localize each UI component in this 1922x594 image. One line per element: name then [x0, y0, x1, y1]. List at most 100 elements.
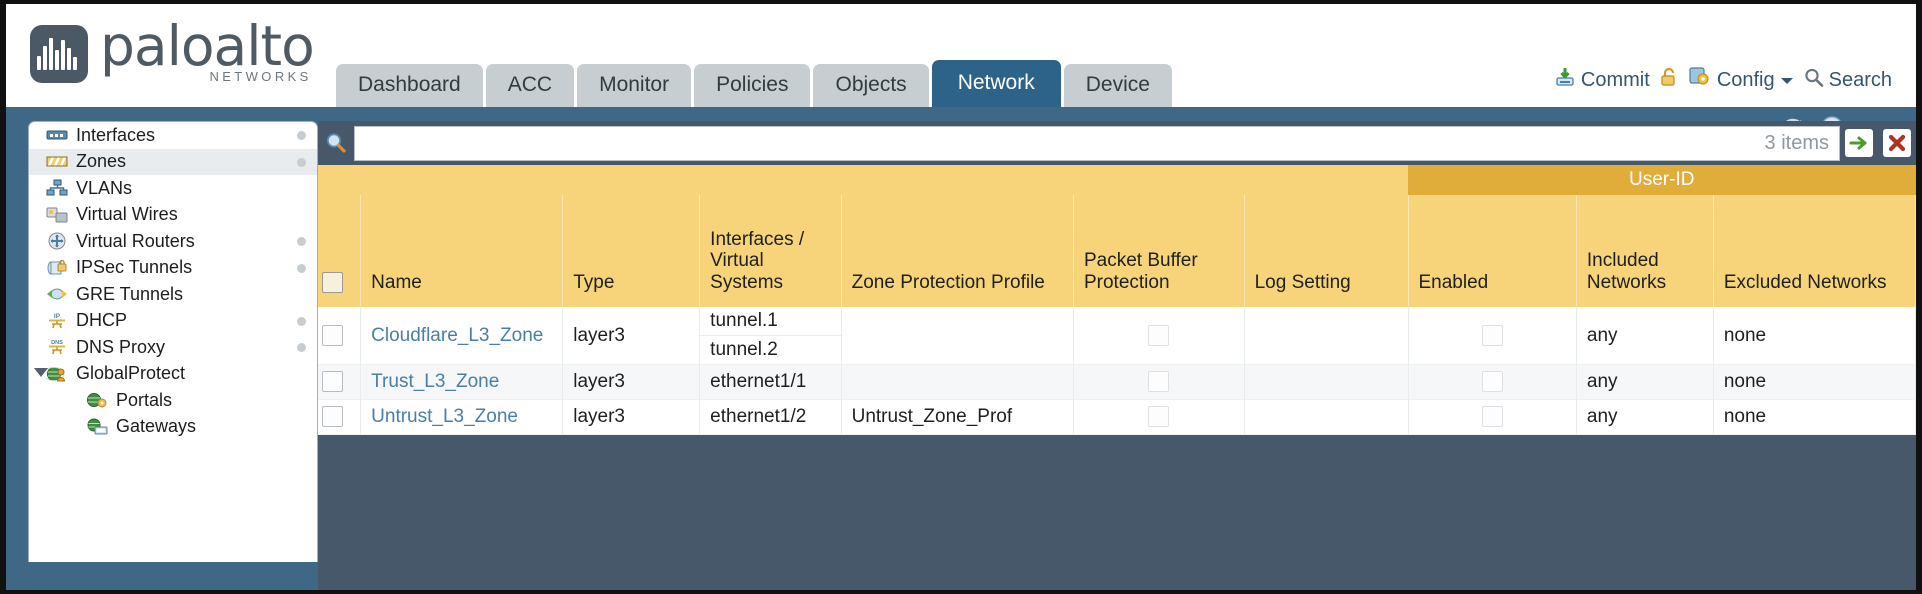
tab-acc[interactable]: ACC	[485, 64, 575, 107]
brand-sub: NETWORKS	[209, 69, 312, 85]
col-packet-buffer-protection[interactable]: Packet Buffer Protection	[1073, 195, 1245, 307]
sidebar-item-label: Gateways	[116, 416, 197, 437]
group-header-blank	[318, 165, 1408, 195]
tab-monitor[interactable]: Monitor	[577, 64, 692, 107]
group-header-row: User-ID	[318, 165, 1916, 195]
commit-download-icon	[1554, 66, 1576, 94]
sidebar-item-dns-proxy[interactable]: DNS DNS Proxy	[29, 334, 317, 361]
cell-type: layer3	[562, 399, 701, 435]
packet-buffer-protection-checkbox[interactable]	[1148, 406, 1170, 428]
ipsec-tunnels-icon	[45, 258, 69, 278]
col-included-networks[interactable]: Included Networks	[1576, 195, 1714, 307]
svg-text:DNS: DNS	[51, 340, 63, 346]
sidebar-item-label: Virtual Routers	[76, 230, 195, 251]
sidebar-item-label: VLANs	[76, 177, 133, 198]
sidebar-item-zones[interactable]: Zones	[29, 148, 317, 175]
tab-network[interactable]: Network	[931, 60, 1061, 107]
cell-interfaces: ethernet1/2	[699, 399, 842, 435]
search-magnifier-icon	[1803, 67, 1824, 94]
sidebar-item-virtual-wires[interactable]: Virtual Wires	[29, 202, 317, 229]
sidebar-item-indicator	[297, 343, 306, 352]
expand-caret-icon[interactable]	[34, 367, 48, 377]
col-enabled[interactable]: Enabled	[1408, 195, 1577, 307]
packet-buffer-protection-checkbox[interactable]	[1148, 371, 1170, 393]
filter-bar: 3 items	[318, 121, 1916, 165]
clear-filter-button[interactable]	[1883, 129, 1911, 157]
cell-included-networks: any	[1576, 307, 1714, 365]
col-name[interactable]: Name	[360, 195, 564, 307]
content-panel: 3 items	[318, 121, 1916, 590]
sidebar-item-vlans[interactable]: VLANs	[29, 175, 317, 202]
zone-name-link[interactable]: Untrust_L3_Zone	[371, 406, 518, 427]
interface-value: ethernet1/1	[710, 371, 807, 392]
filter-input-wrap: 3 items	[354, 125, 1840, 161]
cell-zone-protection-profile: Untrust_Zone_Prof	[841, 399, 1074, 435]
items-count: 3 items	[1764, 131, 1829, 154]
sidebar-item-portals[interactable]: Portals	[29, 387, 317, 414]
svg-text:IP: IP	[54, 313, 61, 320]
select-all-header	[318, 195, 362, 307]
tab-dashboard[interactable]: Dashboard	[336, 64, 483, 107]
cell-interfaces: ethernet1/1	[699, 364, 842, 400]
select-all-checkbox[interactable]	[322, 272, 343, 293]
packet-buffer-protection-checkbox[interactable]	[1148, 324, 1170, 346]
sidebar-item-gre-tunnels[interactable]: GRE Tunnels	[29, 281, 317, 308]
virtual-routers-icon	[45, 231, 69, 251]
sidebar-item-ipsec-tunnels[interactable]: IPSec Tunnels	[29, 255, 317, 282]
cell-user-id-enabled	[1408, 364, 1577, 400]
tab-objects[interactable]: Objects	[813, 64, 929, 107]
cell-included-networks: any	[1576, 399, 1714, 435]
filter-input[interactable]	[355, 128, 1765, 158]
col-zone-protection-profile[interactable]: Zone Protection Profile	[841, 195, 1074, 307]
globalprotect-icon	[45, 364, 69, 384]
cell-packet-buffer-protection	[1073, 364, 1245, 400]
sidebar-item-label: Interfaces	[76, 124, 156, 145]
col-type[interactable]: Type	[562, 195, 701, 307]
cell-excluded-networks: none	[1713, 307, 1916, 365]
col-excluded-networks[interactable]: Excluded Networks	[1713, 195, 1916, 307]
paloalto-logo-mark	[30, 24, 88, 83]
cell-packet-buffer-protection	[1073, 399, 1245, 435]
row-select-checkbox[interactable]	[322, 324, 343, 346]
apply-filter-button[interactable]	[1845, 129, 1873, 157]
commit-button[interactable]: Commit	[1554, 66, 1650, 94]
zone-name-link[interactable]: Cloudflare_L3_Zone	[371, 324, 544, 346]
cell-excluded-networks: none	[1713, 364, 1916, 400]
tab-device[interactable]: Device	[1063, 64, 1172, 107]
sidebar-item-virtual-routers[interactable]: Virtual Routers	[29, 228, 317, 255]
sidebar-item-interfaces[interactable]: Interfaces	[29, 122, 317, 149]
sidebar-item-label: Portals	[116, 389, 173, 410]
gre-tunnels-icon	[45, 284, 69, 304]
user-id-enabled-checkbox[interactable]	[1481, 371, 1503, 393]
search-button[interactable]: Search	[1803, 67, 1892, 94]
lock-button[interactable]	[1659, 66, 1679, 94]
sidebar-item-label: DNS Proxy	[76, 336, 166, 357]
col-interfaces[interactable]: Interfaces / Virtual Systems	[699, 195, 842, 307]
tab-policies[interactable]: Policies	[694, 64, 811, 107]
filter-magnifier-icon[interactable]	[318, 121, 354, 165]
zones-table: User-ID Name Type Interfaces / Virtual S…	[318, 165, 1916, 435]
zone-name-link[interactable]: Trust_L3_Zone	[371, 371, 500, 392]
row-select-cell	[318, 399, 362, 435]
user-id-enabled-checkbox[interactable]	[1481, 324, 1503, 346]
col-log-setting[interactable]: Log Setting	[1244, 195, 1409, 307]
sidebar-item-globalprotect[interactable]: GlobalProtect	[29, 361, 317, 388]
sidebar-item-gateways[interactable]: Gateways	[29, 414, 317, 441]
row-select-checkbox[interactable]	[322, 371, 343, 393]
paloalto-logo-text: paloalto NETWORKS	[100, 18, 315, 85]
gateways-icon	[85, 417, 109, 437]
row-select-checkbox[interactable]	[322, 406, 343, 428]
sidebar-item-indicator	[297, 316, 306, 326]
config-dropdown[interactable]: Config	[1688, 66, 1794, 94]
cell-user-id-enabled	[1408, 307, 1577, 365]
user-id-enabled-checkbox[interactable]	[1481, 406, 1503, 428]
